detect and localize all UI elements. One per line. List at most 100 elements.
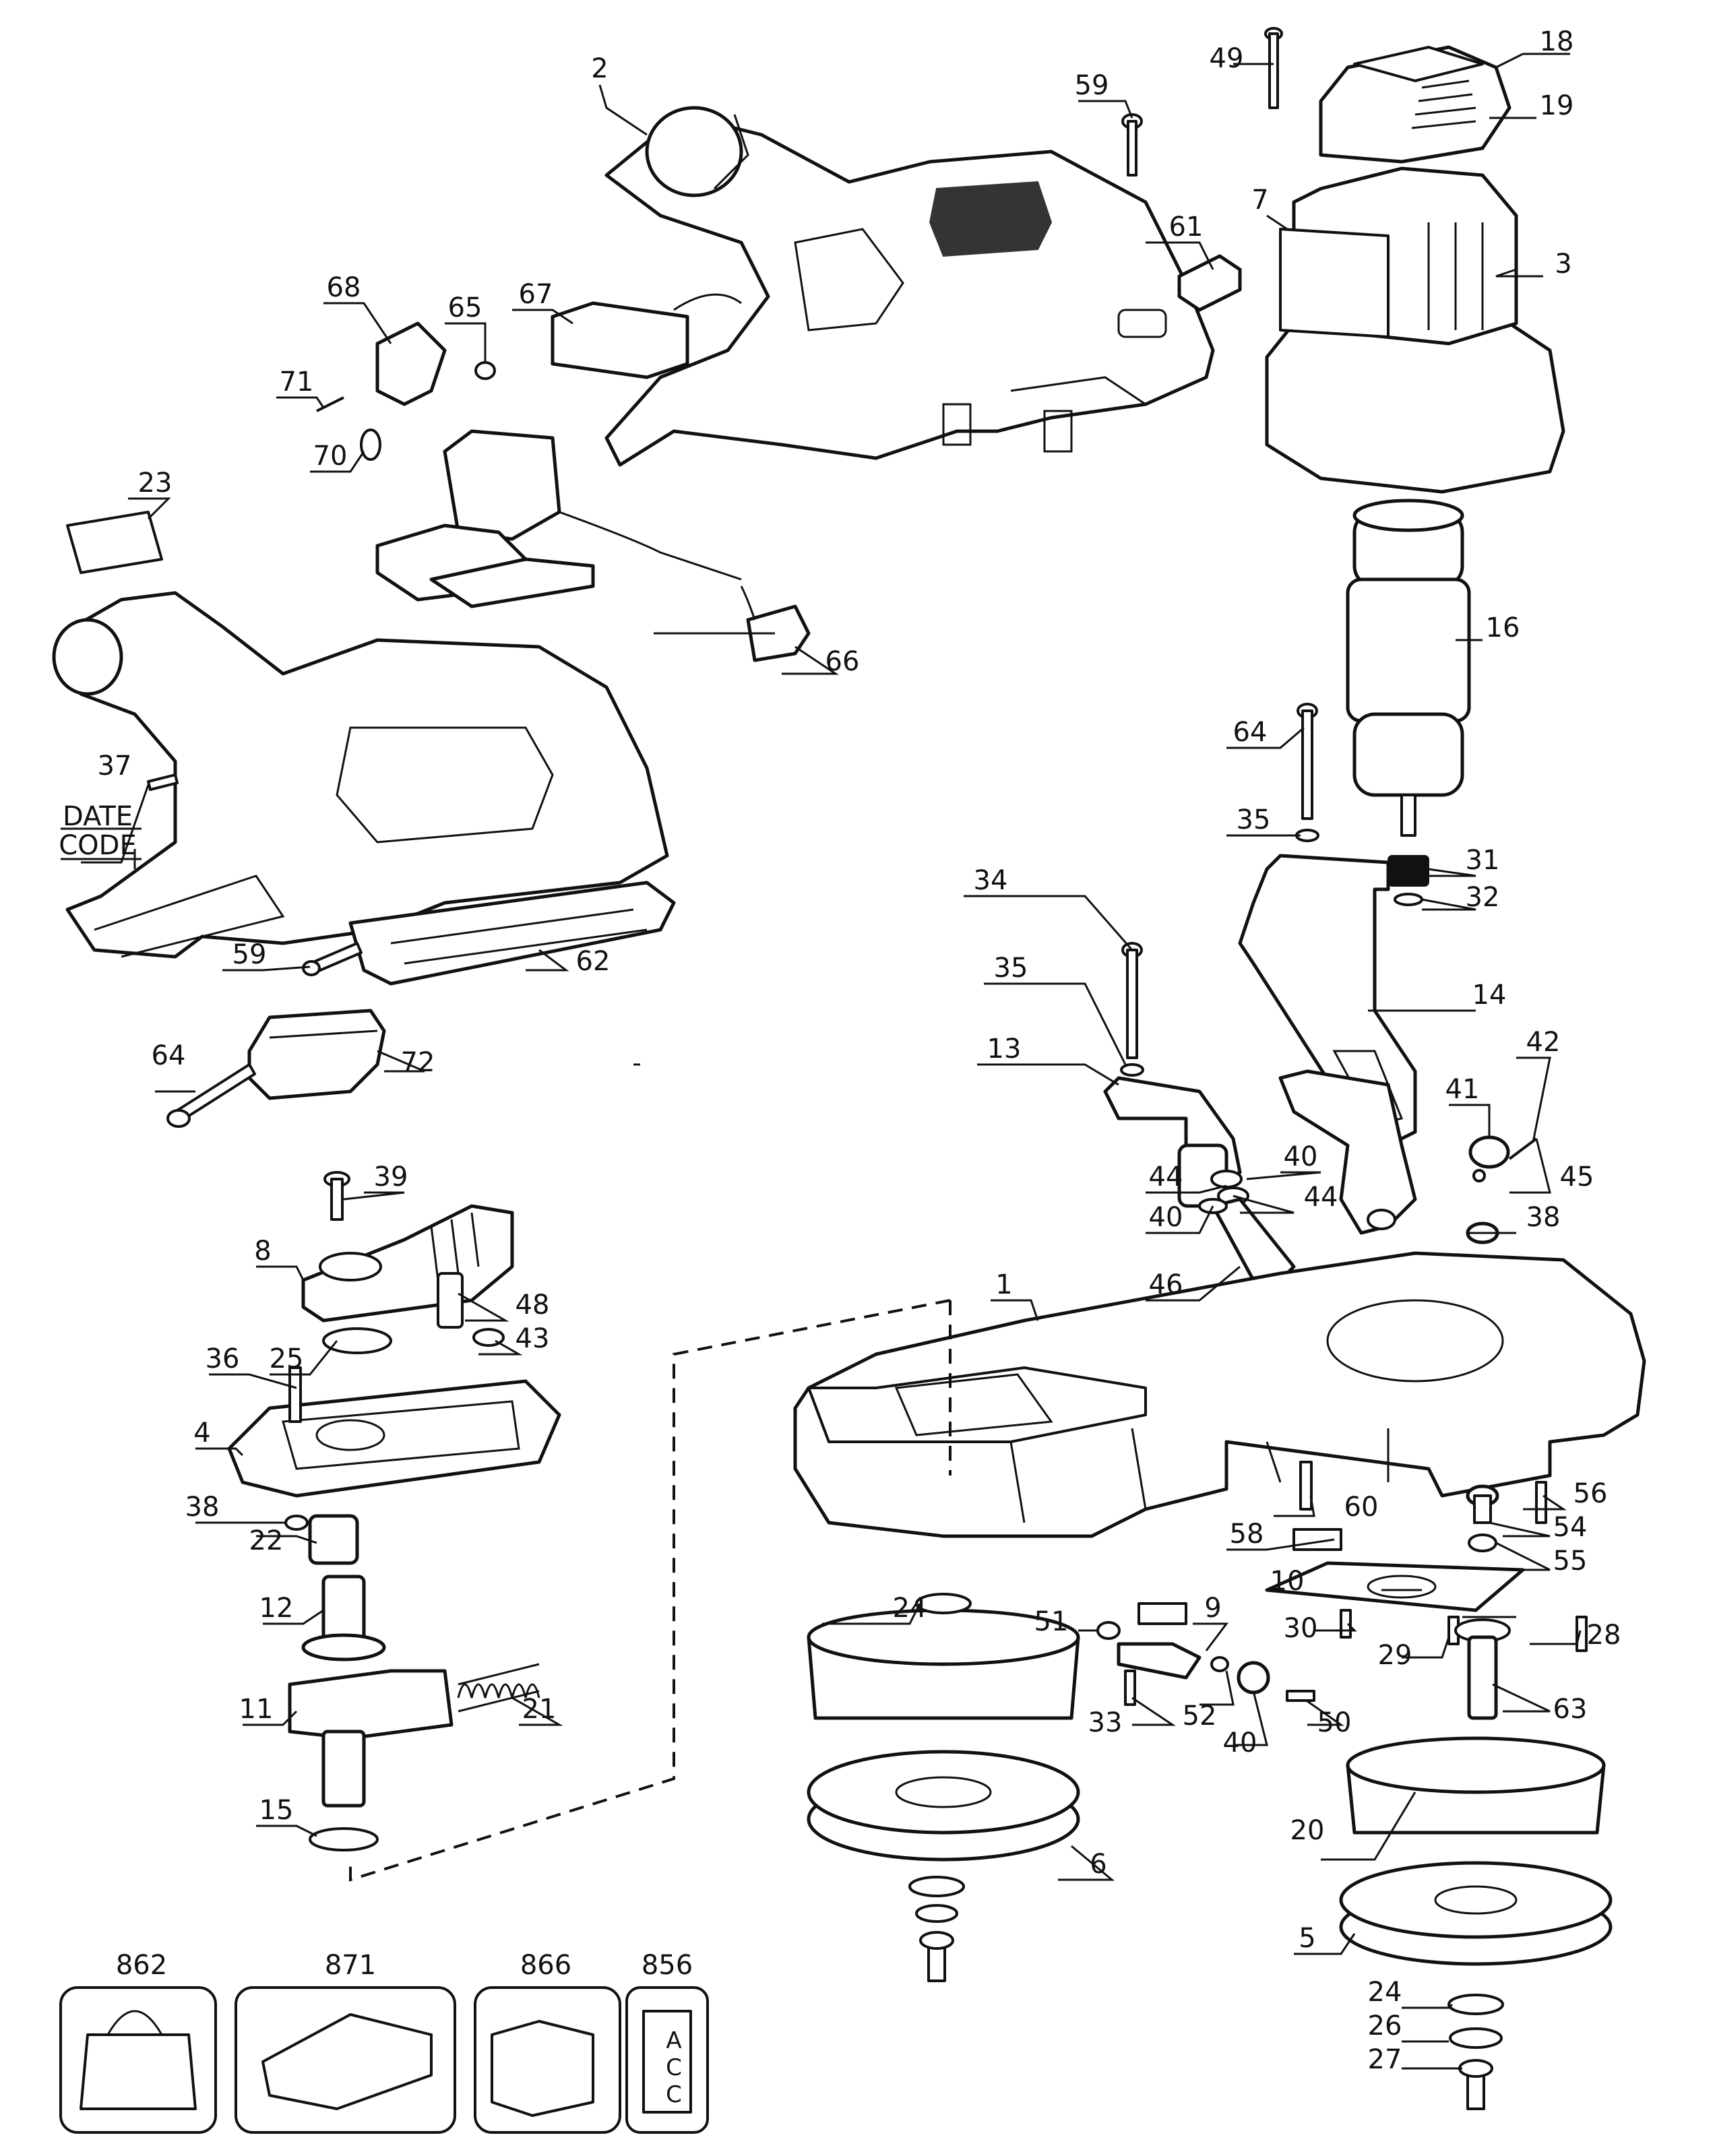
part-8-lever — [301, 1204, 514, 1323]
callout-48: 48 — [516, 1290, 550, 1321]
callout-59-top: 59 — [1075, 70, 1109, 101]
part-23-label — [66, 511, 163, 574]
callout-1: 1 — [995, 1269, 1012, 1300]
part-66-connector — [740, 585, 811, 662]
part-2-upper-housing — [604, 106, 1215, 467]
part-25-48-43 — [322, 1272, 505, 1354]
callout-10: 10 — [1270, 1566, 1305, 1597]
callout-866: 866 — [520, 1950, 571, 1981]
callout-24-right: 24 — [1368, 1977, 1402, 2008]
part-handle-housing — [52, 591, 669, 959]
acc-card-text-2: C — [666, 2054, 682, 2081]
callout-61: 61 — [1169, 212, 1204, 243]
callout-30: 30 — [1284, 1613, 1318, 1644]
callout-25: 25 — [270, 1343, 304, 1374]
callout-29: 29 — [1378, 1640, 1412, 1671]
part-31-pinion — [1387, 855, 1429, 906]
callout-23: 23 — [138, 468, 173, 499]
part-60-screw — [1299, 1461, 1313, 1511]
date-code-line-1: DATE — [63, 801, 133, 832]
callout-44-a: 44 — [1149, 1162, 1183, 1193]
part-guide-right — [1278, 1069, 1417, 1235]
part-15-washer — [309, 1827, 379, 1851]
callout-16: 16 — [1486, 612, 1520, 643]
part-9-cluster — [1096, 1528, 1342, 1706]
callout-71: 71 — [280, 367, 314, 398]
callout-21: 21 — [522, 1694, 557, 1725]
part-12-shaft — [301, 1575, 386, 1661]
callout-14: 14 — [1472, 980, 1507, 1011]
accessory-866-battery — [474, 1986, 621, 2134]
callout-58: 58 — [1230, 1519, 1264, 1550]
callout-63: 63 — [1553, 1694, 1588, 1725]
part-37-screw — [147, 773, 179, 791]
callout-24-left: 24 — [893, 1593, 927, 1624]
callout-64-right: 64 — [1233, 717, 1268, 748]
callout-38-right: 38 — [1526, 1202, 1561, 1233]
part-59-screw-top — [1121, 113, 1143, 177]
callout-871: 871 — [325, 1950, 376, 1981]
part-63-shaft — [1454, 1618, 1511, 1720]
accessory-862-bag — [59, 1986, 217, 2134]
part-62-grip-panel — [348, 881, 676, 986]
callout-55: 55 — [1553, 1546, 1588, 1577]
callout-37: 37 — [98, 751, 132, 782]
callout-67: 67 — [519, 279, 553, 310]
part-41-roller — [1468, 1135, 1538, 1182]
part-61-spacer — [1177, 254, 1242, 312]
callout-51: 51 — [1034, 1606, 1069, 1637]
part-49-screw — [1264, 27, 1283, 109]
part-72-cover — [247, 1009, 386, 1100]
callout-19: 19 — [1540, 90, 1574, 121]
callout-40-c: 40 — [1223, 1727, 1257, 1758]
part-3-motor-housing — [1265, 166, 1565, 494]
callout-9: 9 — [1204, 1593, 1221, 1624]
callout-4: 4 — [193, 1418, 210, 1449]
callout-36: 36 — [206, 1343, 240, 1374]
callout-leaders — [61, 53, 1582, 2070]
callout-5: 5 — [1299, 1923, 1315, 1954]
callout-49: 49 — [1210, 43, 1244, 74]
callout-6: 6 — [1090, 1849, 1106, 1880]
callout-13: 13 — [987, 1034, 1022, 1065]
callout-labels: 2 59 49 18 19 7 3 61 67 65 68 71 70 23 6… — [59, 26, 1621, 2075]
callout-64-left: 64 — [152, 1040, 186, 1071]
callout-34: 34 — [974, 865, 1008, 896]
part-5-wheel-right — [1339, 1736, 1613, 2110]
callout-33: 33 — [1088, 1707, 1123, 1738]
callout-39: 39 — [374, 1162, 408, 1193]
date-code-line-2: CODE — [59, 830, 137, 861]
part-4-plate — [227, 1366, 561, 1498]
callout-66: 66 — [825, 646, 860, 677]
part-39-screw — [323, 1171, 350, 1221]
callout-70: 70 — [313, 441, 348, 472]
callout-8: 8 — [254, 1236, 271, 1267]
callout-40-a: 40 — [1284, 1141, 1318, 1172]
callout-42: 42 — [1526, 1027, 1561, 1058]
part-11-slider — [288, 1669, 454, 1808]
callout-38-left: 38 — [185, 1492, 220, 1523]
callout-18: 18 — [1540, 26, 1574, 57]
callout-65: 65 — [448, 292, 482, 323]
callout-44-b: 44 — [1304, 1182, 1338, 1213]
callout-54: 54 — [1553, 1512, 1588, 1543]
part-59-screw-left — [302, 942, 363, 976]
callout-15: 15 — [259, 1795, 294, 1826]
callout-22: 22 — [249, 1525, 284, 1556]
callout-45: 45 — [1560, 1162, 1594, 1193]
dashed-assembly-leader — [349, 1299, 952, 1882]
callout-12: 12 — [259, 1593, 294, 1624]
part-16-motor — [1346, 499, 1471, 837]
callout-26: 26 — [1368, 2010, 1402, 2041]
acc-card-text-3: C — [666, 2081, 682, 2108]
part-1-frame — [793, 1251, 1646, 1538]
callout-35-top: 35 — [1237, 804, 1271, 835]
acc-card-text-1: A — [666, 2027, 681, 2054]
callout-27: 27 — [1368, 2044, 1402, 2075]
part-22-bushing — [284, 1514, 359, 1565]
part-34-screw — [1120, 942, 1144, 1077]
part-trigger-assembly — [375, 429, 742, 608]
callout-46: 46 — [1149, 1269, 1183, 1300]
callout-28: 28 — [1587, 1620, 1621, 1651]
